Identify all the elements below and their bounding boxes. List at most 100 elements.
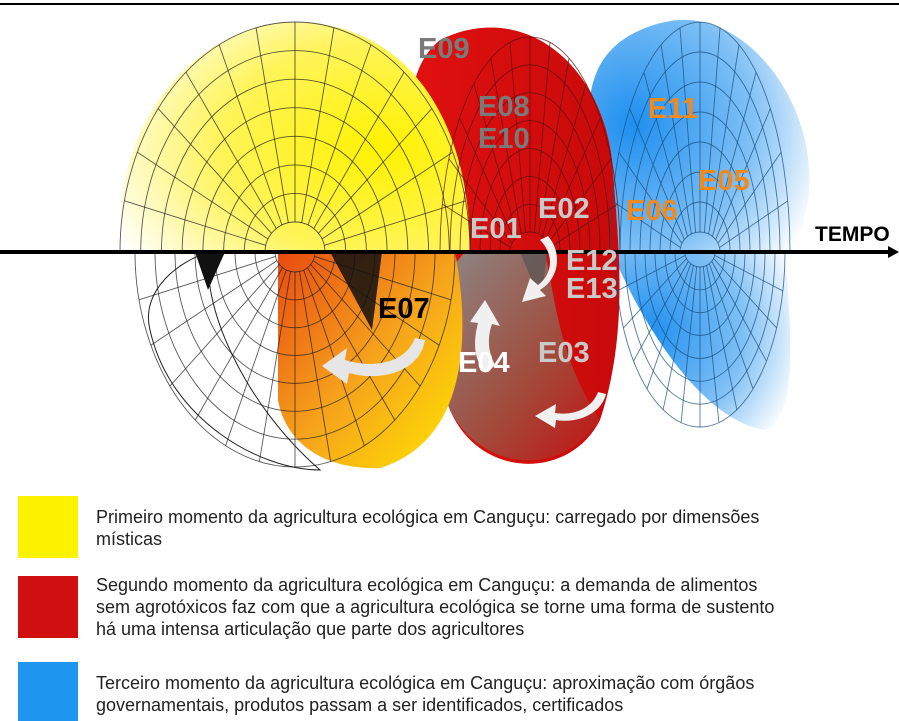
blue-lower-lobe [612, 252, 791, 430]
grid-spoke [715, 108, 771, 240]
red-blend-region [434, 252, 600, 461]
grid-spoke [542, 83, 587, 237]
grid-spoke [473, 83, 518, 237]
stage-label-e01: E01 [470, 213, 522, 245]
stage-labels: E09 E08 E10 E11 E05 E06 E02 E01 E12 E13 … [378, 33, 750, 379]
grid-spoke [442, 203, 511, 248]
legend-line: Terceiro momento da agricultura ecológic… [96, 673, 755, 693]
grid-spoke [623, 258, 687, 329]
white-lower-lobe [148, 251, 322, 471]
grid-spoke [318, 108, 433, 234]
grid-spoke [312, 260, 440, 346]
grid-spoke [702, 266, 720, 423]
legend-line: há uma intensa articulação que parte dos… [96, 619, 525, 639]
grid-spoke [459, 117, 515, 240]
grid-spoke [662, 265, 694, 410]
grid-spoke [321, 151, 453, 240]
spiral-grid [119, 21, 791, 468]
grid-spoke [124, 200, 266, 246]
grid-spoke [646, 263, 692, 389]
grid-spoke [719, 200, 788, 248]
grid-spoke [711, 261, 767, 362]
center-cone-middle [330, 252, 382, 330]
grid-spoke [714, 254, 784, 292]
top-rule [0, 3, 899, 5]
stage-label-e08: E08 [478, 91, 530, 123]
grid-spoke [150, 260, 278, 346]
stage-label-e10: E10 [478, 123, 530, 155]
grid-spoke [712, 72, 757, 237]
legend-text-first-moment: Primeiro momento da agricultura ecológic… [96, 506, 898, 550]
arrow-curve-e12 [522, 236, 558, 302]
grid-spoke [706, 265, 738, 410]
grid-spoke [660, 44, 692, 235]
grid-spoke [549, 203, 618, 248]
time-axis-arrowhead [888, 246, 899, 258]
grid-spoke [545, 117, 601, 240]
center-cone-left [195, 252, 225, 290]
grid-spoke [299, 271, 332, 462]
grid-spoke [137, 151, 269, 240]
grid-spoke [194, 267, 283, 421]
grid-spoke [616, 254, 686, 292]
grid-spoke [185, 71, 277, 229]
grid-spoke [258, 271, 291, 462]
grid-spoke [643, 72, 688, 237]
grid-spoke [448, 158, 513, 244]
legend-swatch-blue [18, 662, 78, 721]
grid-spoke [717, 151, 782, 244]
grid-arc [684, 251, 716, 268]
grid-arc [679, 231, 721, 253]
legend-line: sem agrotóxicos faz com que a agricultur… [96, 597, 775, 617]
grid-arc [264, 221, 326, 253]
legend-swatch-yellow [18, 496, 78, 558]
grid-spoke [708, 44, 740, 235]
grid-spoke [534, 42, 551, 233]
legend-line: governamentais, produtos passam a ser id… [96, 695, 624, 715]
stage-label-e11: E11 [648, 93, 698, 125]
grid-spoke [704, 27, 721, 233]
stage-label-e13: E13 [566, 273, 618, 305]
grid-arc [274, 251, 316, 273]
stage-label-e12: E12 [566, 245, 618, 277]
grid-spoke [708, 263, 754, 389]
stage-label-e09: E09 [418, 33, 470, 65]
grid-spoke [629, 108, 685, 240]
arrow-curve-e03 [535, 392, 606, 428]
grid-spoke [169, 264, 280, 387]
grid-spoke [157, 108, 272, 234]
legend-text-second-moment: Segundo momento da agricultura ecológica… [96, 574, 898, 640]
grid-spoke [509, 42, 526, 233]
orange-lower-lobe [278, 252, 463, 469]
arrow-curve-yellow [322, 338, 425, 384]
grid-spoke [547, 158, 612, 244]
arrow-curve-e04 [470, 300, 500, 372]
grid-spoke [255, 27, 289, 223]
grid-spoke [618, 151, 683, 244]
grid-spoke [218, 44, 283, 226]
stage-label-e07: E07 [378, 293, 430, 325]
grid-spoke [307, 44, 372, 226]
stage-label-e05: E05 [698, 165, 750, 197]
grid-spoke [225, 269, 287, 446]
legend-line: místicas [96, 529, 163, 549]
grid-spoke [538, 58, 570, 235]
grid-spoke [680, 266, 698, 423]
grid-spoke [713, 258, 777, 329]
spiral-diagram: TEMPO E09 E08 E10 E11 E05 E06 E02 E01 E1… [0, 19, 899, 471]
stage-label-e03: E03 [538, 337, 590, 369]
time-axis-label: TEMPO [815, 223, 890, 246]
legend-text-third-moment: Terceiro momento da agricultura ecológic… [96, 672, 898, 716]
grid-spoke [679, 27, 696, 233]
legend-swatch-red [18, 576, 78, 638]
stage-label-e06: E06 [626, 195, 678, 227]
stage-label-e02: E02 [538, 193, 590, 225]
legend-line: Primeiro momento da agricultura ecológic… [96, 507, 760, 527]
grid-spoke [490, 58, 522, 235]
grid-spoke [301, 27, 335, 223]
legend-line: Segundo momento da agricultura ecológica… [96, 575, 758, 595]
stage-label-e04: E04 [458, 347, 510, 379]
grid-spoke [633, 261, 689, 362]
grid-spoke [612, 200, 681, 248]
grid-spoke [307, 267, 396, 421]
